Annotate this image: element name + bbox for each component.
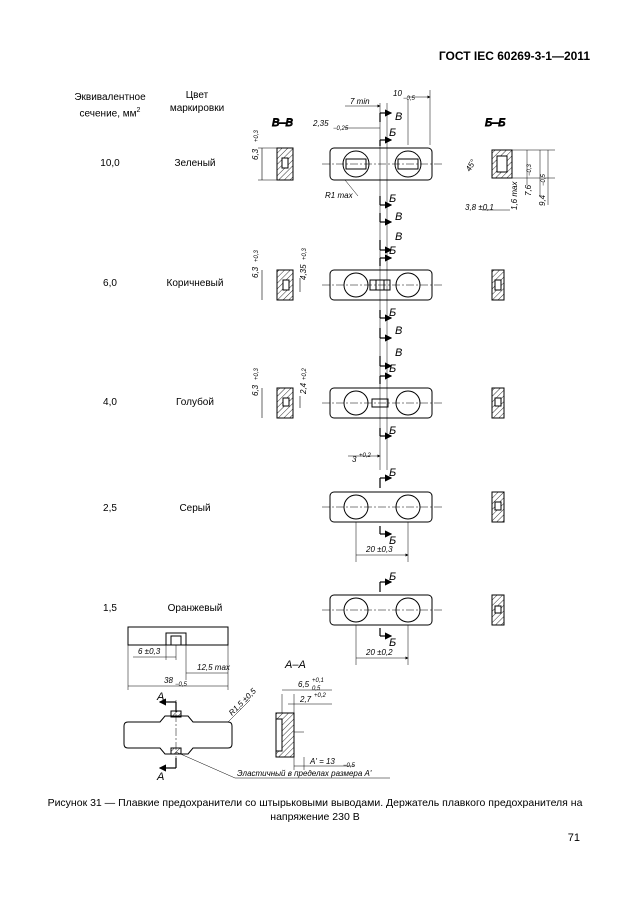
section-header-line2: сечение, мм2 [79, 107, 141, 120]
row-section-value: 2,5 [103, 503, 117, 514]
cut-label-b2: Б [389, 193, 396, 205]
row-color-value: Оранжевый [167, 603, 223, 614]
color-header-line1: Цвет [185, 90, 209, 101]
row-section-value: 4,0 [103, 397, 117, 408]
dim-76-tol: −0,3 [527, 163, 533, 176]
section-label-bb: Б–Б [485, 117, 505, 129]
dim-r15: R1,5 ±0,5 [227, 686, 258, 717]
cut-label-b9: Б [389, 571, 396, 583]
fuse-body-row3 [322, 387, 442, 419]
bb-section-row4 [491, 491, 505, 523]
section-header-line1: Эквивалентное [74, 92, 146, 103]
dim-3: 3 [352, 455, 357, 464]
dim-7min: 7 min [350, 97, 370, 106]
caption-line2: напряжение 230 В [270, 811, 360, 823]
row-color-value: Голубой [176, 397, 214, 408]
elastic-note: Эластичный в пределах размера A' [237, 769, 372, 778]
standard-header: ГОСТ IEC 60269-3-1—2011 [438, 49, 590, 63]
dim-235-tol: −0,25 [333, 126, 349, 132]
aa-section: 6,5 +0,1 0,5 2,7 +0,2 A' = 13 −0,5 Эласт… [235, 678, 390, 779]
section-label-aa: А–А [284, 659, 306, 671]
cut-label-v2: В [395, 211, 402, 223]
dim-38: 3,8 ±0,1 [465, 203, 494, 212]
cut-label-b7: Б [389, 467, 396, 479]
dim-65-tol-dn: 0,5 [312, 686, 321, 692]
fuse-body-row5: 20 ±0,2 [322, 594, 442, 665]
cut-label-b3: Б [389, 245, 396, 257]
cut-label-v4: В [395, 325, 402, 337]
dim-94-tol: −0,5 [541, 173, 547, 186]
dim-r1max: R1 max [325, 191, 354, 200]
fuse-body-row1 [322, 147, 442, 181]
cut-label-b5: Б [389, 363, 396, 375]
row-section-value: 10,0 [100, 158, 120, 169]
cut-label-b4: Б [389, 307, 396, 319]
figure-caption: Рисунок 31 — Плавкие предохранители со ш… [40, 796, 590, 824]
bb-section-row1: 45° 1,6 max 7,6 −0,3 9,4 −0,5 3,8 ±0,1 [464, 149, 555, 212]
vv-section-row1: 6,3 +0,3 [251, 129, 294, 181]
cut-label-v1: В [395, 111, 402, 123]
section-label-vv: В–В [272, 117, 293, 129]
dim-63-row3: 6,3 [251, 384, 260, 396]
dim-63-tol-row1: +0,3 [254, 129, 260, 142]
dim-27: 2,7 [299, 695, 312, 704]
cut-label-a2: А [156, 771, 164, 783]
bb-section-row5 [491, 594, 505, 626]
dim-63-row2: 6,3 [251, 266, 260, 278]
row-section-value: 1,5 [103, 603, 117, 614]
cut-label-a1: А [156, 691, 164, 703]
holder-side-view: 6 ±0,3 12,5 max 38 −0,5 [127, 626, 231, 690]
dim-65-tol-up: +0,1 [312, 678, 324, 684]
caption-line1: Рисунок 31 — Плавкие предохранители со ш… [47, 797, 583, 809]
dim-3-tol: +0,2 [359, 453, 372, 459]
color-column-header: Цвет маркировки [157, 89, 237, 115]
dim-20-03: 20 ±0,3 [365, 545, 393, 554]
row-color-value: Зеленый [174, 158, 216, 169]
dim-63-row1: 6,3 [251, 148, 260, 160]
fuse-body-row2 [322, 269, 442, 301]
dim-24-tol: +0,2 [302, 367, 308, 380]
section-column-header: Эквивалентное сечение, мм2 [60, 91, 160, 120]
row-color-value: Коричневый [166, 278, 224, 289]
dim-6: 6 ±0,3 [138, 647, 161, 656]
dim-94: 9,4 [538, 194, 547, 206]
dim-20-02: 20 ±0,2 [365, 648, 393, 657]
dim-435: 4,35 [299, 264, 308, 280]
dim-45-angle: 45° [464, 157, 478, 173]
dim-63-tol-row3: +0,3 [254, 367, 260, 380]
cut-label-v5: В [395, 347, 402, 359]
bb-section-row2 [491, 269, 505, 301]
dim-10-tol: −0,5 [403, 96, 416, 102]
dim-65: 6,5 [298, 680, 310, 689]
dim-125max: 12,5 max [197, 663, 231, 672]
bb-section-row3 [491, 387, 505, 419]
cut-label-b8: Б [389, 535, 396, 547]
fuse-body-row4: 20 ±0,3 [322, 491, 442, 562]
dim-76: 7,6 [524, 184, 533, 196]
vv-section-row3: 6,3 +0,3 2,4 +0,2 [251, 367, 308, 419]
dim-16max: 1,6 max [510, 181, 519, 210]
page-number: 71 [567, 832, 580, 844]
vv-section-row2: 6,3 +0,3 4,35 +0,3 [251, 247, 308, 301]
color-header-line2: маркировки [169, 103, 225, 114]
dim-235: 2,35 [312, 119, 329, 128]
dim-a13: A' = 13 [309, 757, 335, 766]
dim-38b: 38 [164, 676, 173, 685]
row-section-value: 6,0 [103, 278, 117, 289]
dim-24: 2,4 [299, 382, 308, 395]
dim-63-tol-row2: +0,3 [254, 249, 260, 262]
dim-10: 10 [393, 89, 402, 98]
dim-435-tol: +0,3 [302, 247, 308, 260]
cut-label-b6: Б [389, 425, 396, 437]
dim-27-tol: +0,2 [314, 693, 327, 699]
dim-38b-tol: −0,5 [175, 682, 188, 688]
dim-a13-tol: −0,5 [343, 763, 356, 769]
cut-label-b10: Б [389, 637, 396, 649]
cut-label-v3: В [395, 231, 402, 243]
cut-label-b1: Б [389, 127, 396, 139]
row-color-value: Серый [179, 503, 211, 514]
